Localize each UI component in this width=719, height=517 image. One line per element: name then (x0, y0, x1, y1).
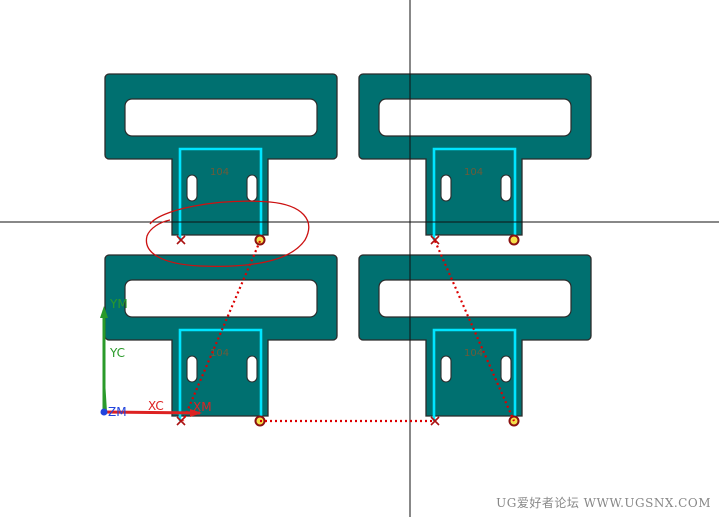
oblong-hole (246, 355, 258, 383)
window-slot (378, 98, 572, 137)
x-cross-icon[interactable] (430, 416, 440, 426)
window-slot (124, 279, 318, 318)
part-label: 104 (210, 348, 229, 359)
window-slot (124, 98, 318, 137)
part-label: 104 (464, 348, 483, 359)
part-body (104, 254, 338, 417)
axis-label-yc: YC (109, 346, 125, 360)
fixture-part[interactable]: 104 (358, 73, 592, 246)
fixture-part[interactable]: 104 (104, 73, 338, 246)
window-slot (378, 279, 572, 318)
x-cross-icon[interactable] (176, 416, 186, 426)
part-body (104, 73, 338, 236)
oblong-hole (246, 174, 258, 202)
x-cross-icon[interactable] (176, 235, 186, 245)
selected-edges (178, 147, 263, 240)
oblong-hole (186, 355, 198, 383)
x-cross-icon[interactable] (430, 235, 440, 245)
wcs-triad: YM YC ZM XC XM (100, 297, 212, 419)
selected-edges (178, 328, 263, 421)
part-label: 104 (210, 167, 229, 178)
axis-label-ym: YM (109, 297, 128, 311)
part-body (358, 254, 592, 417)
part-body (358, 73, 592, 236)
selected-edges (432, 147, 517, 240)
annotation-scribble (145, 200, 310, 267)
axis-label-xc: XC (148, 399, 164, 413)
oblong-hole (440, 174, 452, 202)
oblong-hole (186, 174, 198, 202)
oblong-hole (500, 355, 512, 383)
oblong-hole (440, 355, 452, 383)
oblong-hole (500, 174, 512, 202)
circle-point-icon[interactable] (508, 234, 520, 246)
circle-point-icon[interactable] (254, 234, 266, 246)
fixture-part[interactable]: 104 (104, 254, 338, 427)
toolpath (181, 240, 516, 423)
fixture-part[interactable]: 104 (358, 254, 592, 427)
axis-label-zm: ZM (108, 405, 127, 419)
selected-edges (432, 328, 517, 421)
watermark: UG爱好者论坛 WWW.UGSNX.COM (496, 496, 711, 510)
axis-label-xm: XM (193, 400, 212, 414)
part-label: 104 (464, 167, 483, 178)
